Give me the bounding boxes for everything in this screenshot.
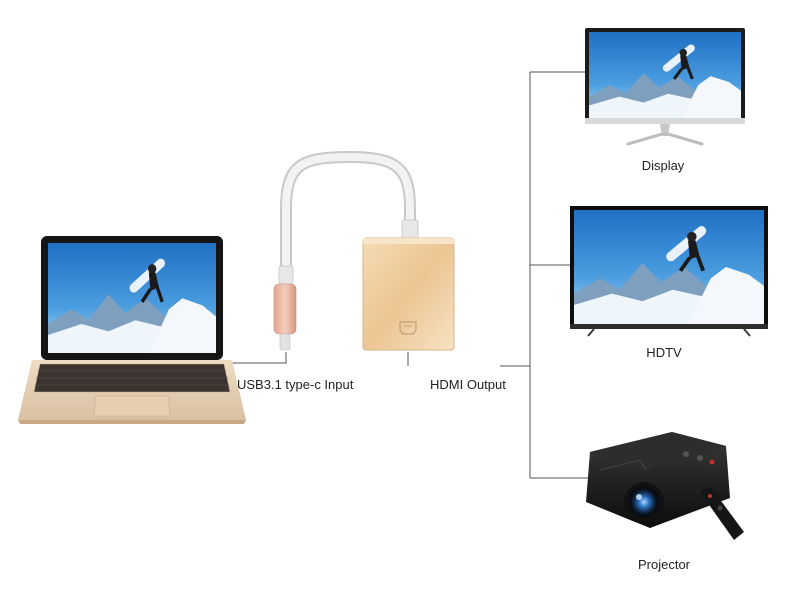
projector-label: Projector — [637, 557, 691, 572]
trackpad — [93, 395, 171, 417]
output-label: HDMI Output — [430, 377, 506, 392]
line-input — [218, 352, 287, 364]
display-label: Display — [641, 158, 685, 173]
hdtv-label: HDTV — [646, 345, 682, 360]
projector-icon — [586, 432, 744, 540]
cable — [278, 150, 419, 288]
tv-icon — [570, 206, 768, 337]
remote-icon — [700, 486, 744, 540]
input-label: USB3.1 type-c Input — [237, 377, 354, 392]
hdmi-adapter-icon — [362, 237, 455, 351]
laptop-icon — [18, 236, 246, 424]
monitor-icon — [585, 28, 745, 146]
usb-c-plug-icon — [273, 283, 297, 351]
keyboard — [33, 363, 231, 393]
connector-lines — [218, 71, 588, 479]
hdmi-port-icon — [399, 321, 417, 335]
